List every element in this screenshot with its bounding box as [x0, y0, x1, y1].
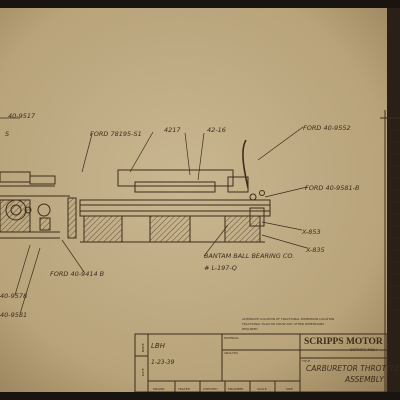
date-label: DATE	[141, 368, 145, 376]
company-name: SCRIPPS MOTOR	[304, 337, 383, 347]
material-label: MATERIAL	[224, 336, 239, 340]
drawing-title-line-1: CARBURETOR THROTTLE	[306, 364, 400, 373]
callout-ford-40-9414-b: FORD 40-9414 B	[50, 270, 105, 278]
note-line-1: ALTERNATE LOCATION OF FRACTIONAL DIMENSI…	[242, 317, 334, 321]
right-ruler-ticks	[390, 129, 400, 311]
callout-ford-40-9552: FORD 40-9552	[303, 124, 351, 132]
callout-4216: 42-16	[207, 126, 226, 134]
callout-40-9578: 40-9578	[0, 292, 27, 300]
callout-x-853: X-853	[301, 228, 321, 236]
company-city: DETROIT, MICH	[350, 348, 377, 352]
col-scale: SCALE	[257, 387, 267, 391]
col-checked: CHECKED	[203, 387, 218, 391]
callout-4217: 4217	[164, 126, 181, 134]
leader-lines	[0, 117, 308, 315]
top-dark-band	[0, 0, 400, 8]
callout-labels: 40-9517 S FORD 78195-S1 4217 42-16 FORD …	[0, 112, 360, 319]
right-dark-edge	[387, 8, 400, 392]
callout-left-s: S	[5, 130, 9, 138]
callout-bantam-line2: # L-197-Q	[204, 264, 237, 272]
drawn-by-initials: LBH	[151, 342, 166, 350]
callout-40-9581: 40-9581	[0, 311, 27, 319]
callout-ford-78195-s1: FORD 78195-S1	[90, 130, 142, 138]
col-traced: TRACED	[177, 387, 191, 391]
title-block	[134, 333, 388, 393]
main-section-view	[79, 139, 271, 243]
left-partial-view	[0, 171, 77, 239]
drawn-date: 1-23-39	[151, 359, 175, 366]
analysis-label: ANALYSIS	[224, 351, 238, 355]
col-engineer: ENGINEER	[228, 387, 243, 391]
bottom-dark-band	[0, 392, 400, 400]
callout-x-835: X-835	[305, 246, 325, 254]
drawing-title-line-2: ASSEMBLY	[344, 375, 385, 384]
title-label: TITLE	[301, 359, 310, 363]
note-line-3: REQUIRED	[242, 327, 258, 331]
callout-ford-40-9581-b: FORD 40-9581-B	[305, 184, 360, 192]
note-line-2: FRACTIONAL PLAN OR SHOW ANY OTHER DIMENS…	[242, 322, 324, 326]
col-drawn: DRAWN	[153, 387, 164, 391]
col-size: SIZE	[286, 387, 293, 391]
general-note: ALTERNATE LOCATION OF FRACTIONAL DIMENSI…	[242, 317, 334, 331]
callout-bantam-line1: BANTAM BALL BEARING CO.	[204, 252, 294, 260]
title-block-text: SCRIPPS MOTOR DETROIT, MICH MATERIAL ANA…	[141, 336, 400, 391]
callout-ford-40-9517: 40-9517	[8, 112, 36, 120]
name-label: NAME	[141, 343, 145, 352]
